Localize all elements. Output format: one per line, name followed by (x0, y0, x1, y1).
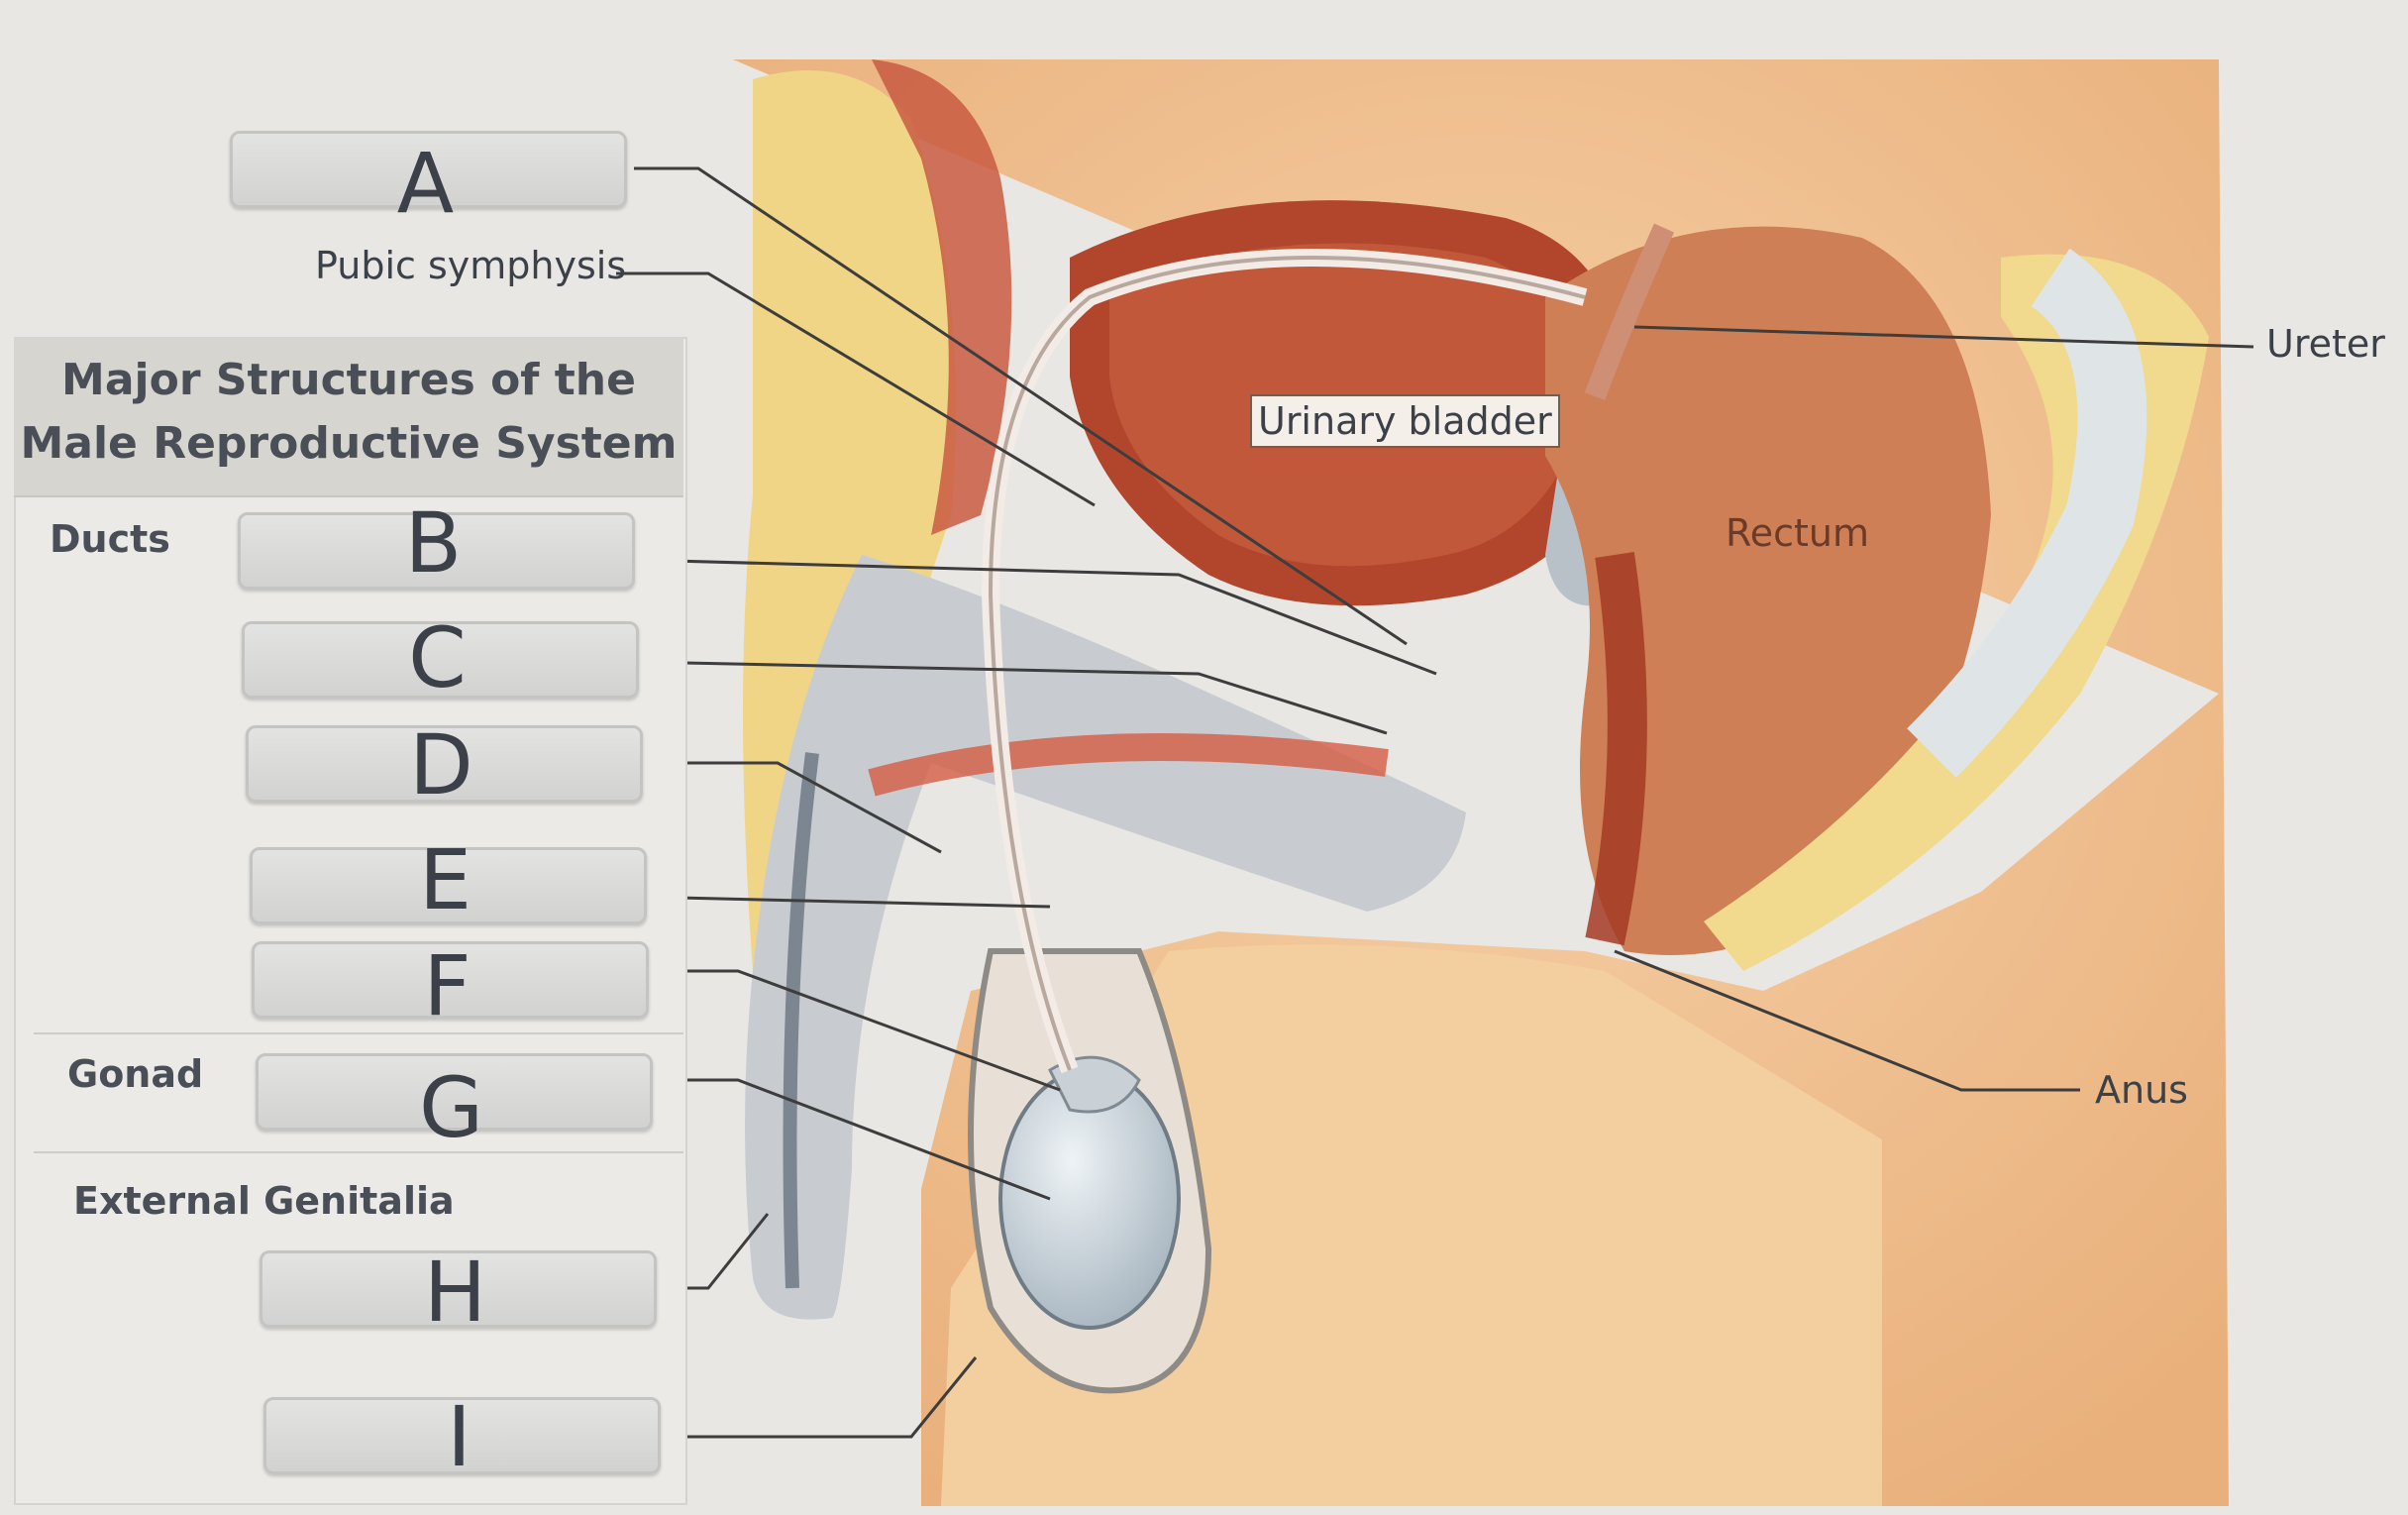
answer-box-d[interactable] (246, 725, 643, 803)
answer-box-d-letter: D (409, 716, 473, 813)
pubic-symphysis-label: Pubic symphysis (315, 244, 627, 287)
answer-box-e-letter: E (418, 831, 472, 928)
answer-box-f[interactable] (252, 941, 649, 1019)
anus-label: Anus (2095, 1068, 2188, 1112)
ureter-label: Ureter (2266, 322, 2385, 366)
rectum-label: Rectum (1726, 511, 1869, 555)
external-genitalia-section-label: External Genitalia (73, 1179, 455, 1223)
answer-box-h-letter: H (423, 1244, 487, 1341)
answer-box-i-letter: I (447, 1388, 471, 1485)
gonad-section-label: Gonad (67, 1052, 204, 1096)
ureter-shape (1584, 223, 1675, 400)
leader-lines (616, 166, 2254, 1439)
answer-box-a[interactable] (230, 131, 627, 208)
ducts-section-label: Ducts (50, 517, 170, 561)
answer-box-i[interactable] (263, 1397, 661, 1474)
table-title-line-2: Male Reproductive System (20, 418, 678, 469)
answer-box-e[interactable] (250, 847, 647, 924)
answer-box-b[interactable] (238, 512, 635, 590)
structures-table-header (14, 337, 683, 497)
answer-box-g-letter: G (418, 1059, 484, 1156)
external-divider (34, 1151, 683, 1153)
gonad-divider (34, 1032, 683, 1034)
answer-box-c-letter: C (408, 609, 467, 706)
answer-box-c[interactable] (242, 621, 639, 699)
rectum-shape (1545, 226, 1991, 956)
answer-box-h[interactable] (260, 1250, 657, 1328)
epididymis-shape (1048, 1055, 1141, 1114)
answer-box-f-letter: F (423, 937, 471, 1034)
abdominal-wall-muscle (872, 59, 1012, 535)
urinary-bladder-label: Urinary bladder (1250, 394, 1560, 448)
answer-box-a-letter: A (396, 135, 455, 232)
structures-table-title: Major Structures of the Male Reproductiv… (14, 349, 683, 476)
table-title-line-1: Major Structures of the (61, 355, 636, 405)
answer-box-b-letter: B (404, 494, 463, 592)
answer-box-g[interactable] (256, 1053, 653, 1131)
